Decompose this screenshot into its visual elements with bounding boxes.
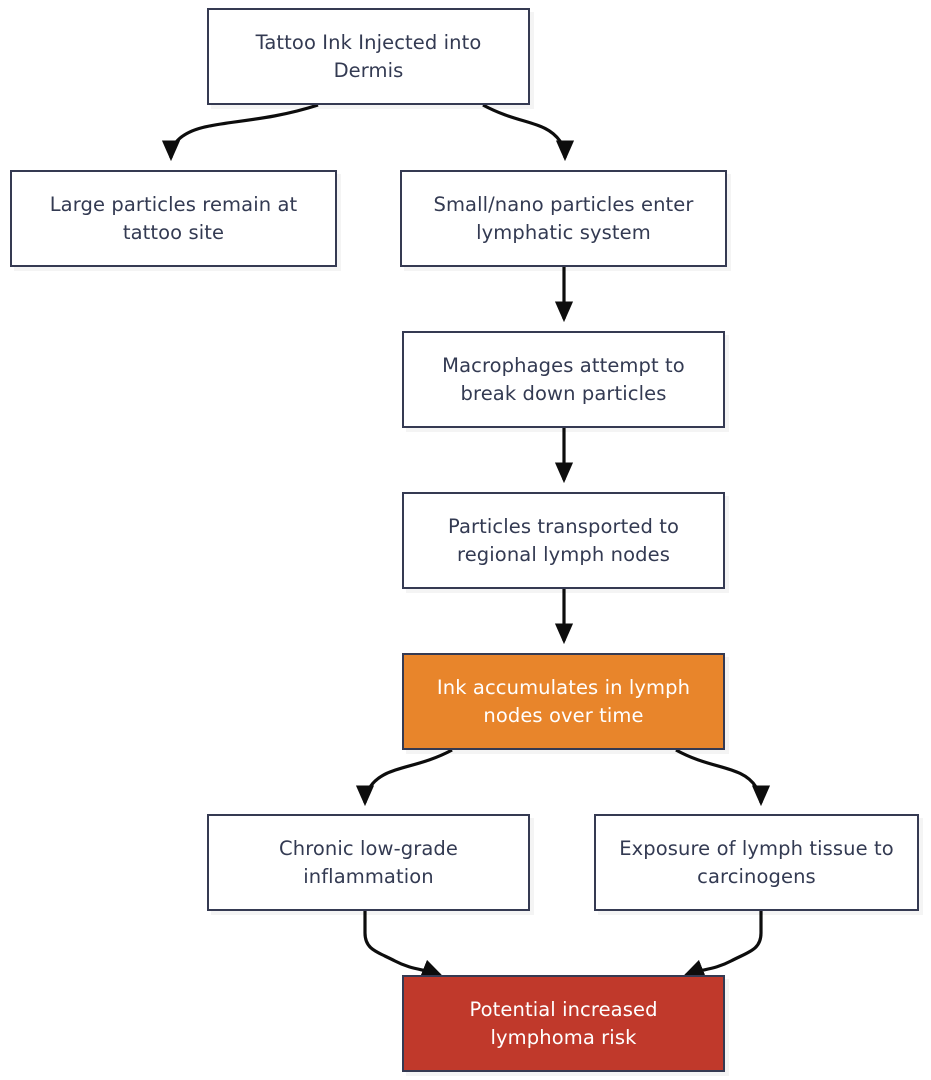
edge-n6-to-n7	[355, 748, 453, 807]
node-label: Macrophages attempt to break down partic…	[442, 353, 685, 405]
edge-n1-to-n3	[482, 103, 575, 162]
node-label: Tattoo Ink Injected into Dermis	[255, 30, 482, 82]
node-ink-accumulates[interactable]: Ink accumulates in lymph nodes over time	[402, 653, 725, 750]
node-small-nano-particles-enter[interactable]: Small/nano particles enter lymphatic sys…	[400, 170, 727, 267]
node-label: Ink accumulates in lymph nodes over time	[436, 675, 691, 727]
node-label: Particles transported to regional lymph …	[447, 514, 680, 566]
node-potential-lymphoma-risk[interactable]: Potential increased lymphoma risk	[402, 975, 725, 1072]
edge-n6-to-n8	[675, 748, 771, 807]
node-label: Chronic low-grade inflammation	[279, 836, 458, 888]
node-label: Large particles remain at tattoo site	[49, 192, 298, 244]
node-large-particles-remain[interactable]: Large particles remain at tattoo site	[10, 170, 337, 267]
node-label: Exposure of lymph tissue to carcinogens	[619, 836, 894, 888]
node-macrophages-attempt[interactable]: Macrophages attempt to break down partic…	[402, 331, 725, 428]
node-label: Potential increased lymphoma risk	[469, 997, 658, 1049]
node-tattoo-ink-injected[interactable]: Tattoo Ink Injected into Dermis	[207, 8, 530, 105]
node-label: Small/nano particles enter lymphatic sys…	[433, 192, 694, 244]
node-particles-transported[interactable]: Particles transported to regional lymph …	[402, 492, 725, 589]
edge-n7-to-n9	[363, 911, 443, 977]
edge-n8-to-n9	[683, 911, 763, 977]
edge-n1-to-n2	[161, 103, 319, 162]
node-exposure-to-carcinogens[interactable]: Exposure of lymph tissue to carcinogens	[594, 814, 919, 911]
node-chronic-inflammation[interactable]: Chronic low-grade inflammation	[207, 814, 530, 911]
